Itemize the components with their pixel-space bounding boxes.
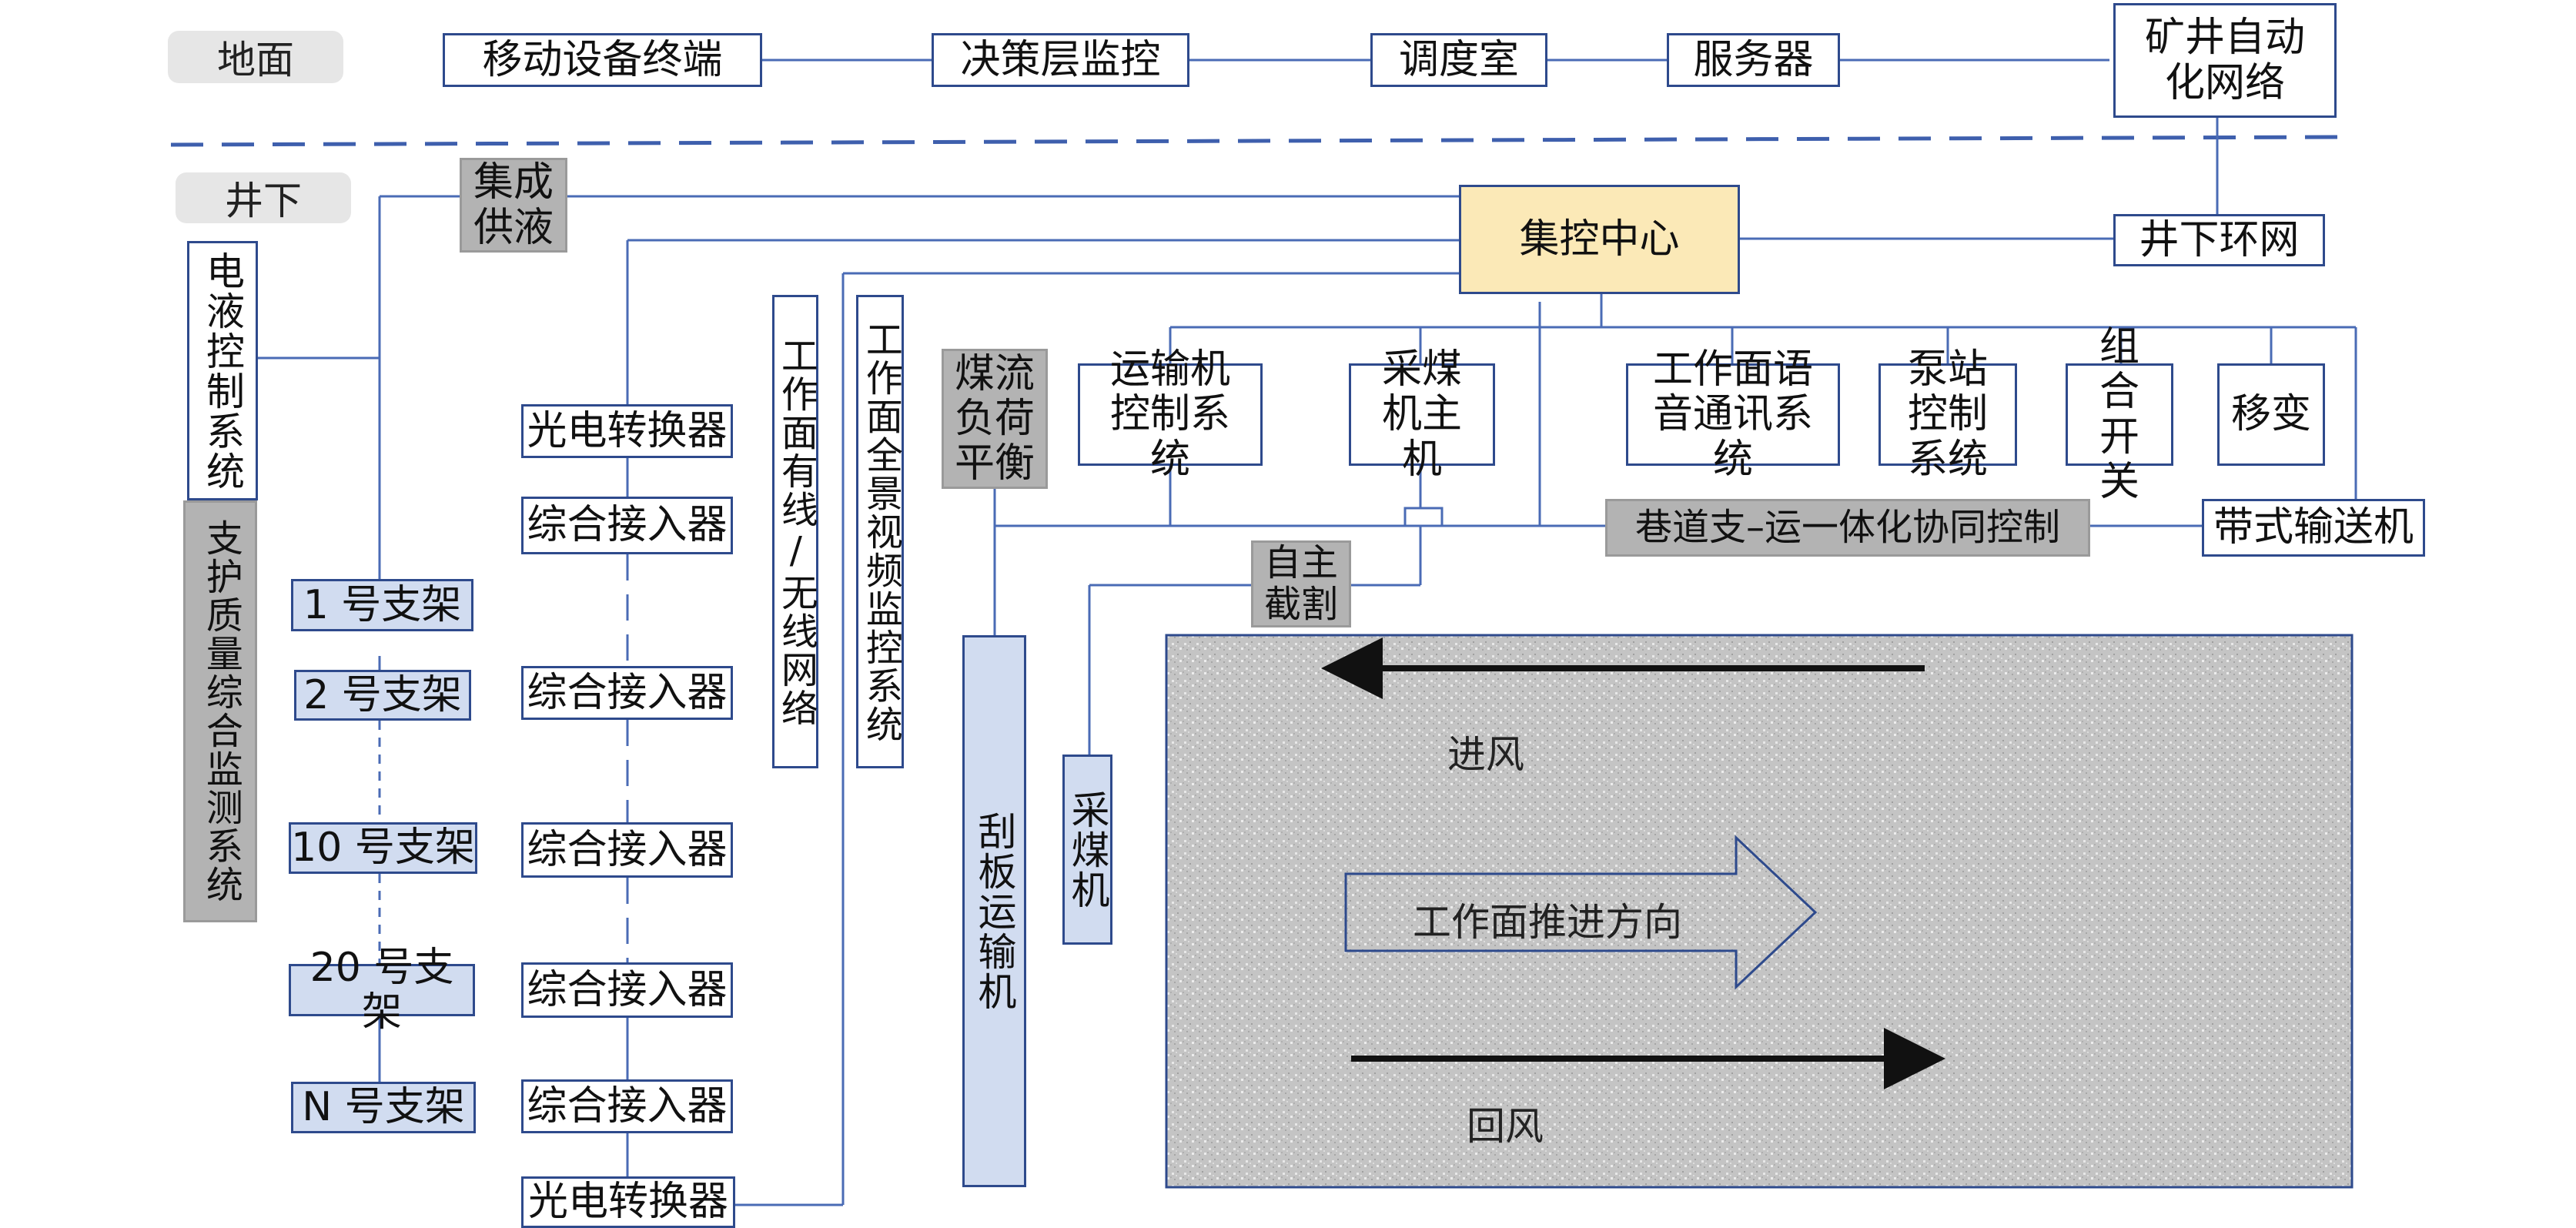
support-n-box: N 号支架 — [291, 1082, 476, 1133]
control-center-box: 集控中心 — [1459, 185, 1740, 294]
support-1-box: 1 号支架 — [291, 579, 473, 631]
divider-line — [170, 135, 2341, 147]
belt-conveyor-box: 带式输送机 — [2202, 499, 2425, 557]
transformer-box: 移变 — [2217, 363, 2325, 466]
access-unit-4-box: 综合接入器 — [521, 962, 733, 1018]
converter-bottom-box: 光电转换器 — [521, 1176, 735, 1228]
server-box: 服务器 — [1667, 33, 1840, 87]
access-unit-3-box: 综合接入器 — [521, 822, 733, 878]
link-jumper — [1403, 507, 1444, 526]
combo-switch-box: 组合开关 — [2066, 325, 2173, 504]
conveyor-control-box: 运输机控制系统 — [1078, 347, 1263, 482]
integrated-supply-box: 集成供液 — [460, 158, 567, 253]
roadway-coordination-box: 巷道支–运一体化协同控制 — [1605, 499, 2090, 557]
intake-label: 进风 — [1447, 732, 1524, 777]
zone-label-underground: 井下 — [176, 172, 351, 223]
converter-top-box: 光电转换器 — [521, 404, 733, 458]
advance-arrow — [1344, 835, 1818, 990]
panoramic-video-box: 工作面全景视频监控系统 — [856, 295, 904, 768]
voice-system-box: 工作面语音通讯系统 — [1626, 347, 1840, 482]
mobile-terminal-box: 移动设备终端 — [443, 33, 762, 87]
access-unit-5-box: 综合接入器 — [521, 1079, 733, 1133]
zone-label-surface: 地面 — [168, 31, 343, 83]
support-2-box: 2 号支架 — [294, 670, 471, 721]
support-10-box: 10 号支架 — [289, 822, 477, 874]
decision-monitor-box: 决策层监控 — [932, 33, 1189, 87]
ehc-system-box: 电液控制系统 — [187, 241, 258, 500]
ring-network-box: 井下环网 — [2113, 214, 2325, 266]
auto-cutting-box: 自主截割 — [1251, 540, 1351, 627]
access-unit-1-box: 综合接入器 — [521, 497, 733, 554]
access-unit-2-box: 综合接入器 — [521, 666, 733, 720]
shearer-host-box: 采煤机主机 — [1349, 347, 1495, 482]
dispatch-room-box: 调度室 — [1370, 33, 1547, 87]
support-monitor-box: 支护质量综合监测系统 — [183, 500, 257, 922]
advance-direction-label: 工作面推进方向 — [1413, 900, 1682, 945]
coal-flow-balance-box: 煤流负荷平衡 — [942, 349, 1048, 489]
mine-network-box: 矿井自动化网络 — [2113, 3, 2337, 118]
scraper-conveyor-box: 刮板运输机 — [962, 635, 1026, 1187]
return-label: 回风 — [1467, 1104, 1544, 1149]
pump-control-box: 泵站控制系统 — [1878, 347, 2017, 482]
working-face-area — [1165, 634, 2354, 1189]
wired-wireless-network-box: 工作面有线/无线网络 — [772, 295, 818, 768]
shearer-box: 采煤机 — [1062, 755, 1112, 945]
support-20-box: 20 号支架 — [289, 945, 475, 1035]
